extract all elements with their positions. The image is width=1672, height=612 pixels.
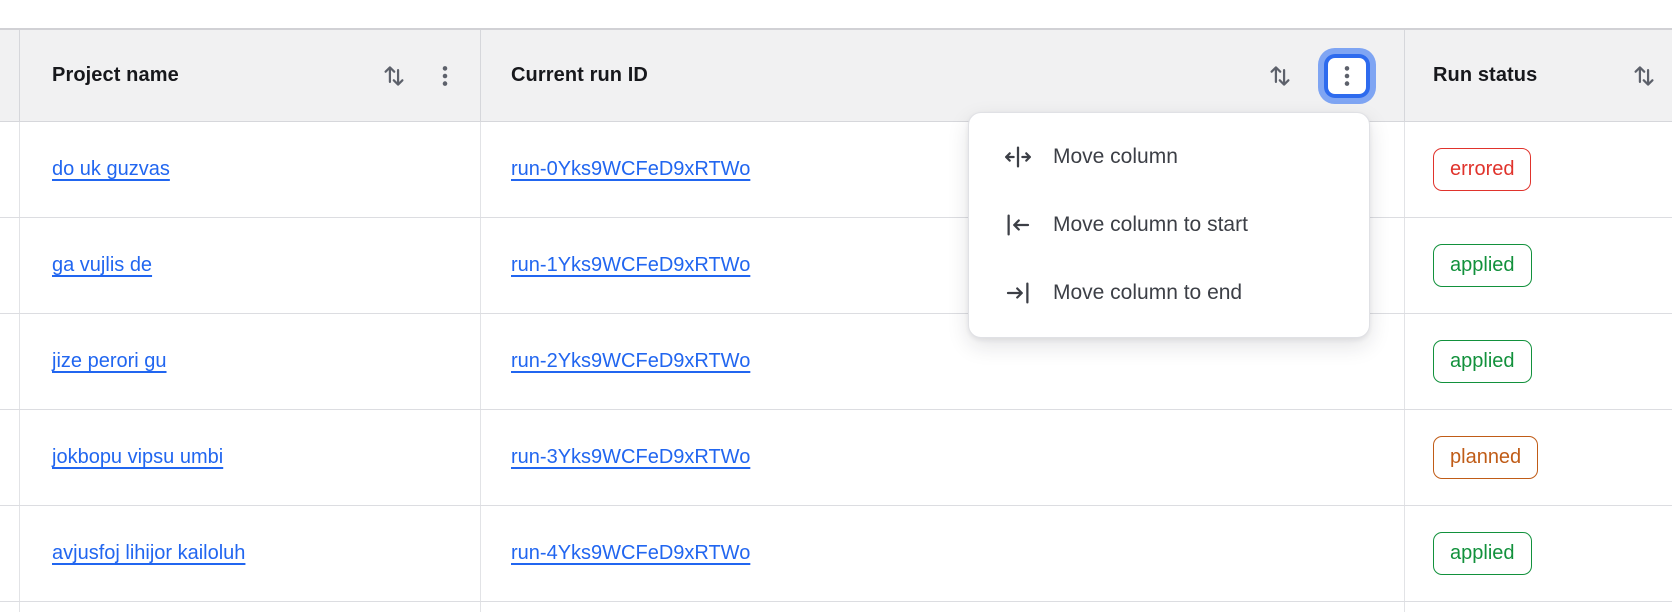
column-options-kebab-icon[interactable] (432, 63, 458, 89)
move-column-icon (1003, 142, 1033, 172)
table-body: do uk guzvas run-0Yks9WCFeD9xRTWo errore… (0, 122, 1672, 602)
run-status-badge: applied (1433, 532, 1532, 575)
menu-item-label: Move column to end (1053, 281, 1243, 304)
header-cell-spacer (0, 30, 20, 121)
menu-item-move-column-to-start[interactable]: Move column to start (969, 191, 1369, 259)
cell-run-status: errored (1405, 122, 1672, 217)
column-label-current-run-id: Current run ID (511, 64, 648, 86)
move-column-to-start-icon (1003, 210, 1033, 240)
project-name-link[interactable]: avjusfoj lihijor kailoluh (52, 542, 246, 564)
move-column-to-end-icon (1003, 278, 1033, 308)
cell-spacer (0, 506, 20, 601)
column-context-menu: Move column Move column to start Move co… (968, 112, 1370, 338)
cell-current-run-id: run-3Yks9WCFeD9xRTWo (481, 410, 1405, 505)
column-label-project-name: Project name (52, 64, 179, 86)
cell-spacer (0, 122, 20, 217)
cell-project-name: jize perori gu (20, 314, 481, 409)
cell-project-name: do uk guzvas (20, 122, 481, 217)
cell-project-name: jokbopu vipsu umbi (20, 410, 481, 505)
cell-run-status: applied (1405, 314, 1672, 409)
project-name-link[interactable]: jokbopu vipsu umbi (52, 446, 224, 468)
cell-current-run-id: run-2Yks9WCFeD9xRTWo (481, 314, 1405, 409)
cell-current-run-id: run-4Yks9WCFeD9xRTWo (481, 506, 1405, 601)
cell-current-run-id: run-0Yks9WCFeD9xRTWo (481, 122, 1405, 217)
project-name-link[interactable]: ga vujlis de (52, 254, 153, 276)
run-id-link[interactable]: run-1Yks9WCFeD9xRTWo (511, 254, 751, 276)
menu-item-move-column-to-end[interactable]: Move column to end (969, 259, 1369, 327)
table-row-partial (0, 602, 1672, 612)
run-id-link[interactable]: run-3Yks9WCFeD9xRTWo (511, 446, 751, 468)
cell-spacer (0, 314, 20, 409)
run-status-badge: applied (1433, 244, 1532, 287)
data-table: Project name Current run ID (0, 28, 1672, 612)
kebab-menu-icon (1344, 65, 1350, 86)
sort-icon[interactable] (380, 62, 408, 90)
run-status-badge: errored (1433, 148, 1532, 191)
menu-item-label: Move column (1053, 145, 1178, 168)
column-options-button-focused[interactable] (1328, 57, 1366, 94)
project-name-link[interactable]: do uk guzvas (52, 158, 170, 180)
menu-item-move-column[interactable]: Move column (969, 123, 1369, 191)
cell-spacer (0, 218, 20, 313)
header-cell-run-status: Run status (1405, 30, 1672, 121)
cell-current-run-id: run-1Yks9WCFeD9xRTWo (481, 218, 1405, 313)
cell-run-status: planned (1405, 410, 1672, 505)
table-row: do uk guzvas run-0Yks9WCFeD9xRTWo errore… (0, 122, 1672, 218)
run-status-badge: applied (1433, 340, 1532, 383)
table-row: ga vujlis de run-1Yks9WCFeD9xRTWo applie… (0, 218, 1672, 314)
header-cell-current-run-id: Current run ID (481, 30, 1405, 121)
run-id-link[interactable]: run-0Yks9WCFeD9xRTWo (511, 158, 751, 180)
run-id-link[interactable]: run-2Yks9WCFeD9xRTWo (511, 350, 751, 372)
menu-item-label: Move column to start (1053, 213, 1248, 236)
sort-icon[interactable] (1266, 62, 1294, 90)
cell-project-name: avjusfoj lihijor kailoluh (20, 506, 481, 601)
table-row: jokbopu vipsu umbi run-3Yks9WCFeD9xRTWo … (0, 410, 1672, 506)
run-id-link[interactable]: run-4Yks9WCFeD9xRTWo (511, 542, 751, 564)
cell-run-status: applied (1405, 218, 1672, 313)
cell-project-name: ga vujlis de (20, 218, 481, 313)
table-header-row: Project name Current run ID (0, 30, 1672, 122)
cell-spacer (0, 410, 20, 505)
table-row: jize perori gu run-2Yks9WCFeD9xRTWo appl… (0, 314, 1672, 410)
cell-run-status: applied (1405, 506, 1672, 601)
project-name-link[interactable]: jize perori gu (52, 350, 167, 372)
sort-icon[interactable] (1630, 62, 1658, 90)
column-label-run-status: Run status (1433, 64, 1538, 86)
header-cell-project-name: Project name (20, 30, 481, 121)
table-row: avjusfoj lihijor kailoluh run-4Yks9WCFeD… (0, 506, 1672, 602)
run-status-badge: planned (1433, 436, 1539, 479)
